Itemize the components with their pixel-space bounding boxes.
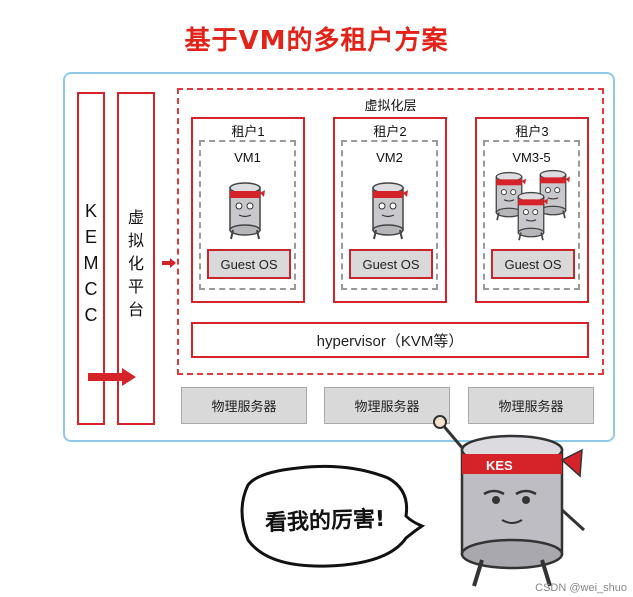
kemcc-letter: M (83, 253, 99, 273)
vm3-5-label: VM3-5 (512, 150, 551, 165)
hypervisor-bar: hypervisor（KVM等） (191, 322, 589, 358)
guest-os-3: Guest OS (491, 249, 575, 279)
platform-char: 虚 (127, 210, 144, 227)
platform-char: 化 (127, 256, 144, 273)
speech-text: 看我的厉害! (264, 506, 386, 537)
kemcc-letter: E (84, 227, 97, 247)
guest-os-2: Guest OS (349, 249, 433, 279)
guest-os-1: Guest OS (207, 249, 291, 279)
vm2-label: VM2 (376, 150, 403, 165)
vm3-5-box (483, 140, 580, 290)
kemcc-letter: K (84, 201, 97, 221)
tenant-1-label: 租户1 (231, 124, 265, 139)
big-arrow-icon (88, 368, 136, 386)
database-mascot-icon (368, 180, 408, 240)
vm1-box (199, 140, 296, 290)
physical-server-3: 物理服务器 (468, 387, 594, 424)
database-mascot-icon (225, 180, 265, 240)
watermark: CSDN @wei_shuo (535, 582, 627, 594)
platform-char: 拟 (127, 233, 144, 250)
physical-server-2: 物理服务器 (324, 387, 450, 424)
kemcc-letter: C (84, 305, 98, 325)
vm2-box (341, 140, 438, 290)
vm1-label: VM1 (234, 150, 261, 165)
kemcc-letter: C (84, 279, 98, 299)
page-title: 基于VM的多租户方案 (184, 26, 449, 56)
virtualization-layer (177, 88, 604, 375)
virtualization-layer-label: 虚拟化层 (364, 98, 417, 113)
architecture-frame (63, 72, 615, 442)
speech-bubble-icon (240, 464, 426, 568)
database-mascot-icon (514, 190, 548, 241)
platform-char: 平 (127, 279, 144, 296)
small-arrow-icon (162, 258, 176, 268)
mascot-label: KES (486, 458, 513, 473)
kemcc-bar: K E M C C (77, 92, 105, 425)
physical-server-1: 物理服务器 (181, 387, 307, 424)
tenant-3-label: 租户3 (515, 124, 549, 139)
tenant-2-label: 租户2 (373, 124, 407, 139)
platform-char: 台 (127, 302, 144, 319)
kes-mascot-icon: KES (433, 415, 586, 587)
